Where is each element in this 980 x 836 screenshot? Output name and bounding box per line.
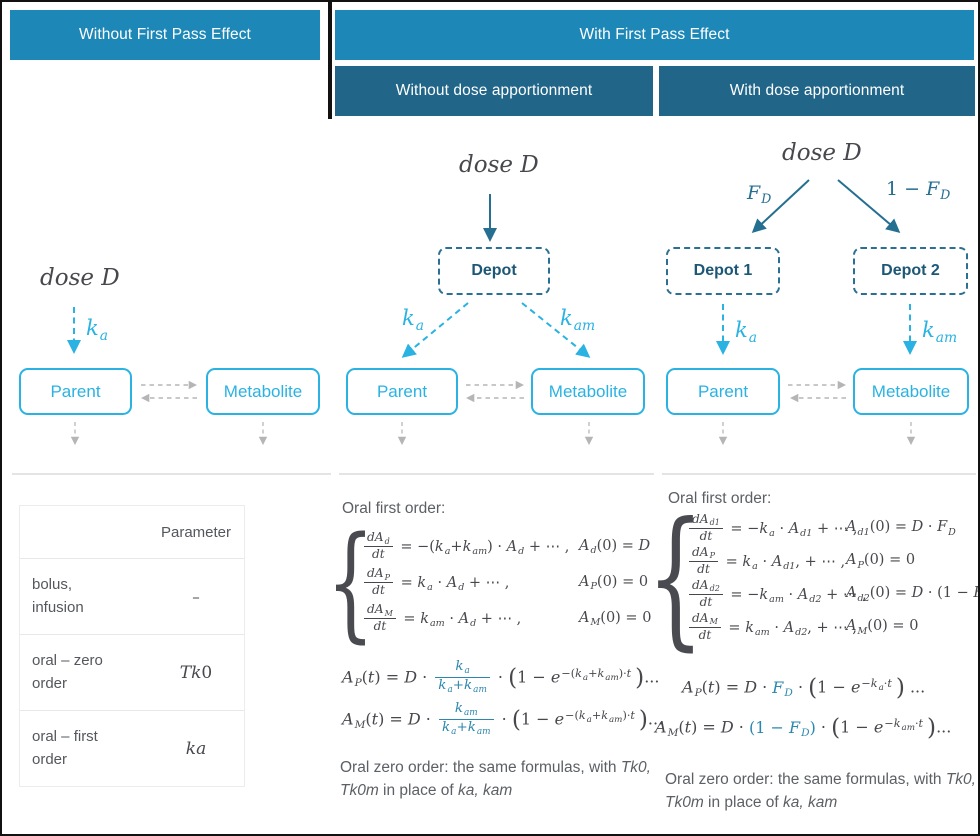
parent-solution-formula-right: AP(t) = D · FD · (1 − e−ka·t) ... [682, 674, 926, 701]
row-value: ka [148, 739, 244, 759]
depot2-label: Depot 2 [881, 262, 940, 279]
divider-left [12, 473, 331, 475]
row-value: Tk0 [148, 663, 244, 683]
fd-fraction-label: FD [747, 182, 772, 207]
metabolite-compartment-left: Metabolite [206, 368, 320, 415]
initial-condition: AP(0) = 0 [846, 552, 916, 571]
ka-rate-label-mid: ka [402, 306, 424, 334]
initial-condition: AM(0) = 0 [846, 618, 919, 637]
parent-compartment-mid: Parent [346, 368, 458, 415]
oral-first-order-heading-mid: Oral first order: [342, 500, 446, 517]
row-label: oral – zero order [32, 652, 103, 692]
note-italic: ka, kam [783, 794, 838, 812]
depot2-compartment: Depot 2 [853, 247, 968, 295]
table-header-parameter: Parameter [160, 523, 232, 541]
table-row-oral-first-order: oral – first order ka [20, 711, 244, 786]
parameter-value: – [192, 587, 200, 606]
parameter-value: ka [185, 738, 207, 759]
initial-condition: AM(0) = 0 [579, 609, 652, 629]
note-italic: Tk0, Tk0m [340, 759, 651, 800]
depot1-compartment: Depot 1 [666, 247, 780, 295]
parent-label: Parent [376, 381, 428, 401]
divider-mid [339, 473, 654, 475]
table-row-bolus-infusion: bolus, infusion – [20, 559, 244, 635]
row-label: bolus, infusion [32, 576, 84, 616]
header-without-apportionment: Without dose apportionment [335, 66, 653, 116]
initial-condition: Ad(0) = D [579, 537, 651, 557]
parameter-value: Tk0 [179, 662, 213, 683]
parent-compartment-right: Parent [666, 368, 780, 415]
one-minus-fd-fraction-label: 1 − FD [886, 178, 951, 203]
dose-label-mid: dose D [459, 152, 539, 178]
system-brace: { [326, 510, 375, 655]
row-value: – [148, 588, 244, 606]
metabolite-label: Metabolite [223, 381, 303, 401]
header-with-apportionment: With dose apportionment [659, 66, 975, 116]
dose-label-left: dose D [40, 265, 120, 291]
oral-zero-order-note-right: Oral zero order: the same formulas, with… [665, 768, 978, 815]
oral-zero-order-note-mid: Oral zero order: the same formulas, with… [340, 756, 654, 803]
kam-rate-label-mid: kam [560, 306, 596, 334]
ka-rate-label-right: ka [735, 318, 757, 346]
metabolite-compartment-right: Metabolite [853, 368, 969, 415]
depot1-label: Depot 1 [693, 262, 753, 279]
parent-compartment-left: Parent [19, 368, 132, 415]
note-text: Oral zero order: the same formulas, with [340, 759, 621, 776]
note-italic: Tk0, Tk0m [665, 771, 976, 812]
metabolite-label: Metabolite [871, 381, 951, 401]
metabolite-label: Metabolite [548, 381, 628, 401]
parameter-table: Parameter bolus, infusion – oral – zero … [19, 505, 245, 787]
initial-condition: Ad1(0) = D · FD [846, 519, 956, 538]
header-divider [328, 2, 332, 119]
note-text: in place of [703, 794, 784, 812]
dose-label-right: dose D [782, 140, 862, 166]
header-with-first-pass: With First Pass Effect [335, 10, 974, 60]
note-italic: ka, kam [458, 782, 513, 800]
header-without-first-pass: Without First Pass Effect [10, 10, 320, 60]
initial-condition: Ad2(0) = D · (1 − FD) [846, 585, 978, 604]
note-text: in place of [378, 782, 459, 800]
divider-right [662, 473, 976, 475]
note-text: Oral zero order: the same formulas, with [665, 771, 946, 788]
kam-rate-label-right: kam [922, 318, 958, 346]
table-header-row: Parameter [20, 506, 244, 559]
depot-label: Depot [471, 262, 517, 279]
row-label: oral – first order [32, 728, 98, 768]
initial-condition: AP(0) = 0 [579, 573, 649, 593]
ka-rate-label-left: ka [86, 316, 108, 344]
depot-compartment: Depot [438, 247, 550, 295]
system-brace: { [646, 491, 705, 665]
metabolite-solution-formula-right: AM(t) = D · (1 − FD) · (1 − e−kam·t)... [655, 714, 952, 741]
oral-first-order-heading-right: Oral first order: [668, 490, 772, 507]
metabolite-compartment-mid: Metabolite [531, 368, 645, 415]
table-row-oral-zero-order: oral – zero order Tk0 [20, 635, 244, 711]
parent-label: Parent [697, 381, 749, 401]
parent-label: Parent [50, 381, 101, 401]
